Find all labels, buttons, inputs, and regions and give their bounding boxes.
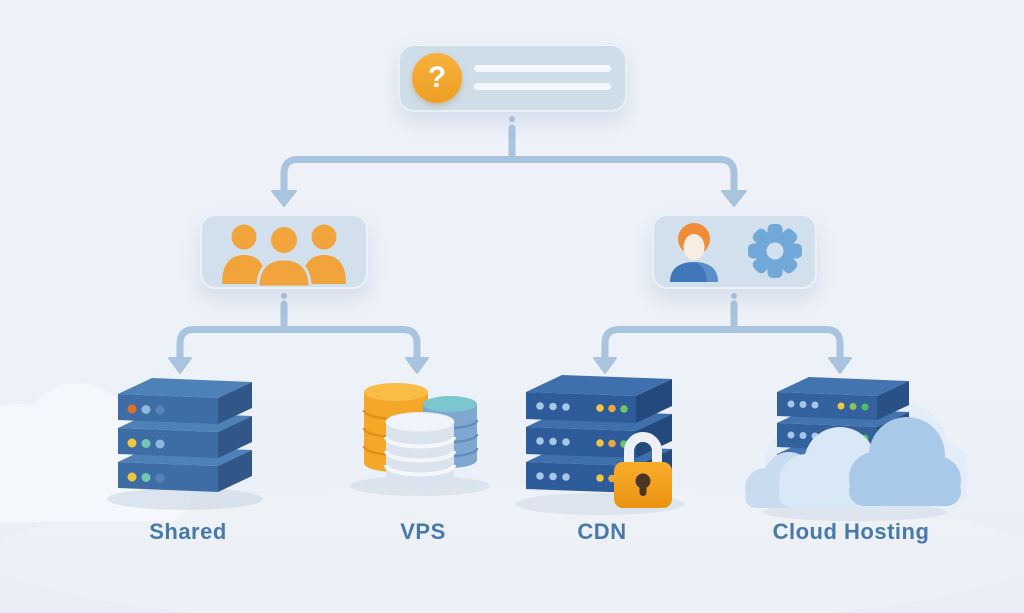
branch-users-card <box>200 213 368 289</box>
option-label-cloud-hosting: Cloud Hosting <box>772 519 930 544</box>
lock-icon <box>614 432 672 508</box>
ground-glow <box>0 484 1024 613</box>
arrow-down-icon <box>405 357 429 374</box>
connector-users-left <box>176 326 288 363</box>
server-stack-icon <box>107 378 263 510</box>
question-icon: ? <box>412 52 462 103</box>
connector-root-left <box>280 156 516 196</box>
connector-dot <box>281 293 287 299</box>
user-avatar-icon <box>669 223 718 282</box>
placeholder-line <box>474 65 611 72</box>
arrow-down-icon <box>721 190 747 207</box>
option-label-shared: Shared <box>149 519 227 544</box>
question-card: ? <box>398 43 627 112</box>
arrow-down-icon <box>271 190 297 207</box>
connector-dot <box>731 293 737 299</box>
connector-dot <box>509 116 515 122</box>
placeholder-text-lines <box>474 65 611 90</box>
database-cylinders-icon <box>350 383 490 496</box>
branch-admin-card <box>652 213 817 289</box>
connector-admin-left <box>601 326 738 363</box>
arrow-down-icon <box>828 357 852 374</box>
connector-users-right <box>280 326 421 363</box>
gear-icon <box>747 224 802 278</box>
connector-admin-right <box>730 326 844 363</box>
question-glyph: ? <box>427 60 447 94</box>
database-white <box>384 412 456 490</box>
status-led-dots <box>127 404 165 483</box>
option-label-vps: VPS <box>400 519 446 544</box>
users-icon <box>222 224 346 287</box>
placeholder-line <box>474 83 611 90</box>
cloud-front-right <box>849 417 961 506</box>
arrow-down-icon <box>168 357 192 374</box>
option-label-cdn: CDN <box>577 519 627 544</box>
cloud-servers-icon <box>745 377 967 521</box>
shadow <box>107 488 263 510</box>
server-lock-icon <box>516 375 684 515</box>
connector-root-right <box>508 156 738 196</box>
arrow-down-icon <box>593 357 617 374</box>
